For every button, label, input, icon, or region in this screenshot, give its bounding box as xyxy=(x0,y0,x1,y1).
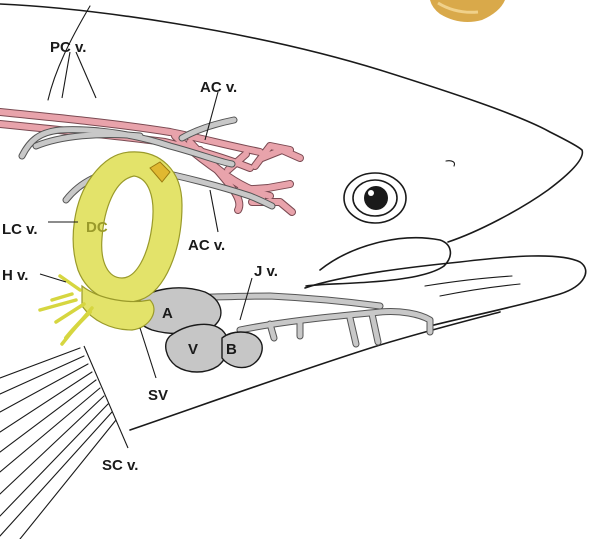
label-ac-v-top: AC v. xyxy=(200,79,237,96)
label-lc-v: LC v. xyxy=(2,221,38,238)
label-dc: DC xyxy=(86,219,108,236)
label-ac-v-mid: AC v. xyxy=(188,237,225,254)
label-pc-v: PC v. xyxy=(50,39,86,56)
label-j-v: J v. xyxy=(254,263,278,280)
label-v: V xyxy=(188,341,198,358)
label-h-v: H v. xyxy=(2,267,28,284)
mouth-crease xyxy=(425,276,512,286)
upper-mouth-outline xyxy=(306,238,450,286)
eye-highlight xyxy=(368,190,374,196)
label-sc-v: SC v. xyxy=(102,457,138,474)
label-b: B xyxy=(226,341,237,358)
mouth-crease-2 xyxy=(440,284,520,296)
pectoral-fin xyxy=(0,348,116,539)
hepatic-vein-branches xyxy=(40,276,92,344)
nostril xyxy=(446,161,455,166)
label-a: A xyxy=(162,305,173,322)
subclavian-vein xyxy=(66,312,90,338)
label-sv: SV xyxy=(148,387,168,404)
eye-pupil xyxy=(364,186,388,210)
